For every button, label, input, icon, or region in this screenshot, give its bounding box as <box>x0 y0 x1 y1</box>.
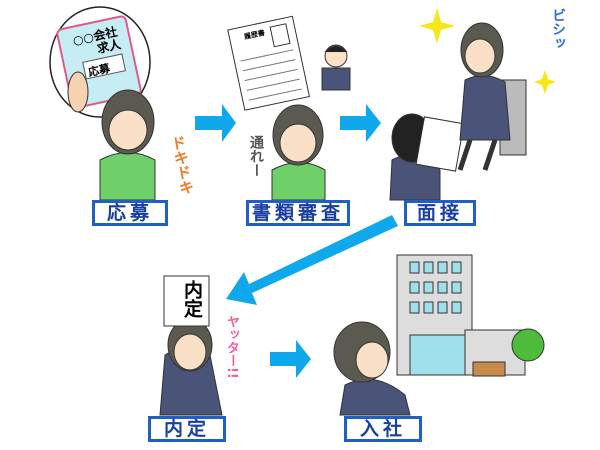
yay-effect: ヤッター!! <box>224 315 239 379</box>
offer-sign-text: 内定 <box>181 280 203 318</box>
sharp-effect: ビシッ <box>550 8 566 50</box>
hope-effect: 通れー <box>248 135 264 177</box>
step-label-joining-company: 入社 <box>344 416 422 442</box>
arrow-icon <box>226 215 398 305</box>
applicant-person <box>99 89 156 201</box>
interviewer <box>389 113 465 201</box>
step-label-document-screening: 書類審査 <box>246 200 350 226</box>
arrow-icon <box>195 104 236 142</box>
company-building <box>396 254 545 377</box>
step-label-job-offer: 内定 <box>148 416 226 442</box>
offer-person <box>159 275 223 416</box>
resume-document <box>227 15 311 111</box>
arrow-icon <box>270 340 311 378</box>
sparkle-icon <box>419 8 556 94</box>
job-ad-thought-bubble <box>49 6 151 118</box>
step-label-apply: 応募 <box>92 200 168 226</box>
arrow-icon <box>340 104 381 142</box>
screening-person <box>271 104 326 201</box>
interviewer-small <box>321 44 351 91</box>
step-label-interview: 面接 <box>404 200 476 226</box>
building-windows <box>409 261 462 314</box>
interviewee-seated <box>457 22 527 171</box>
new-employee-person <box>333 321 411 416</box>
